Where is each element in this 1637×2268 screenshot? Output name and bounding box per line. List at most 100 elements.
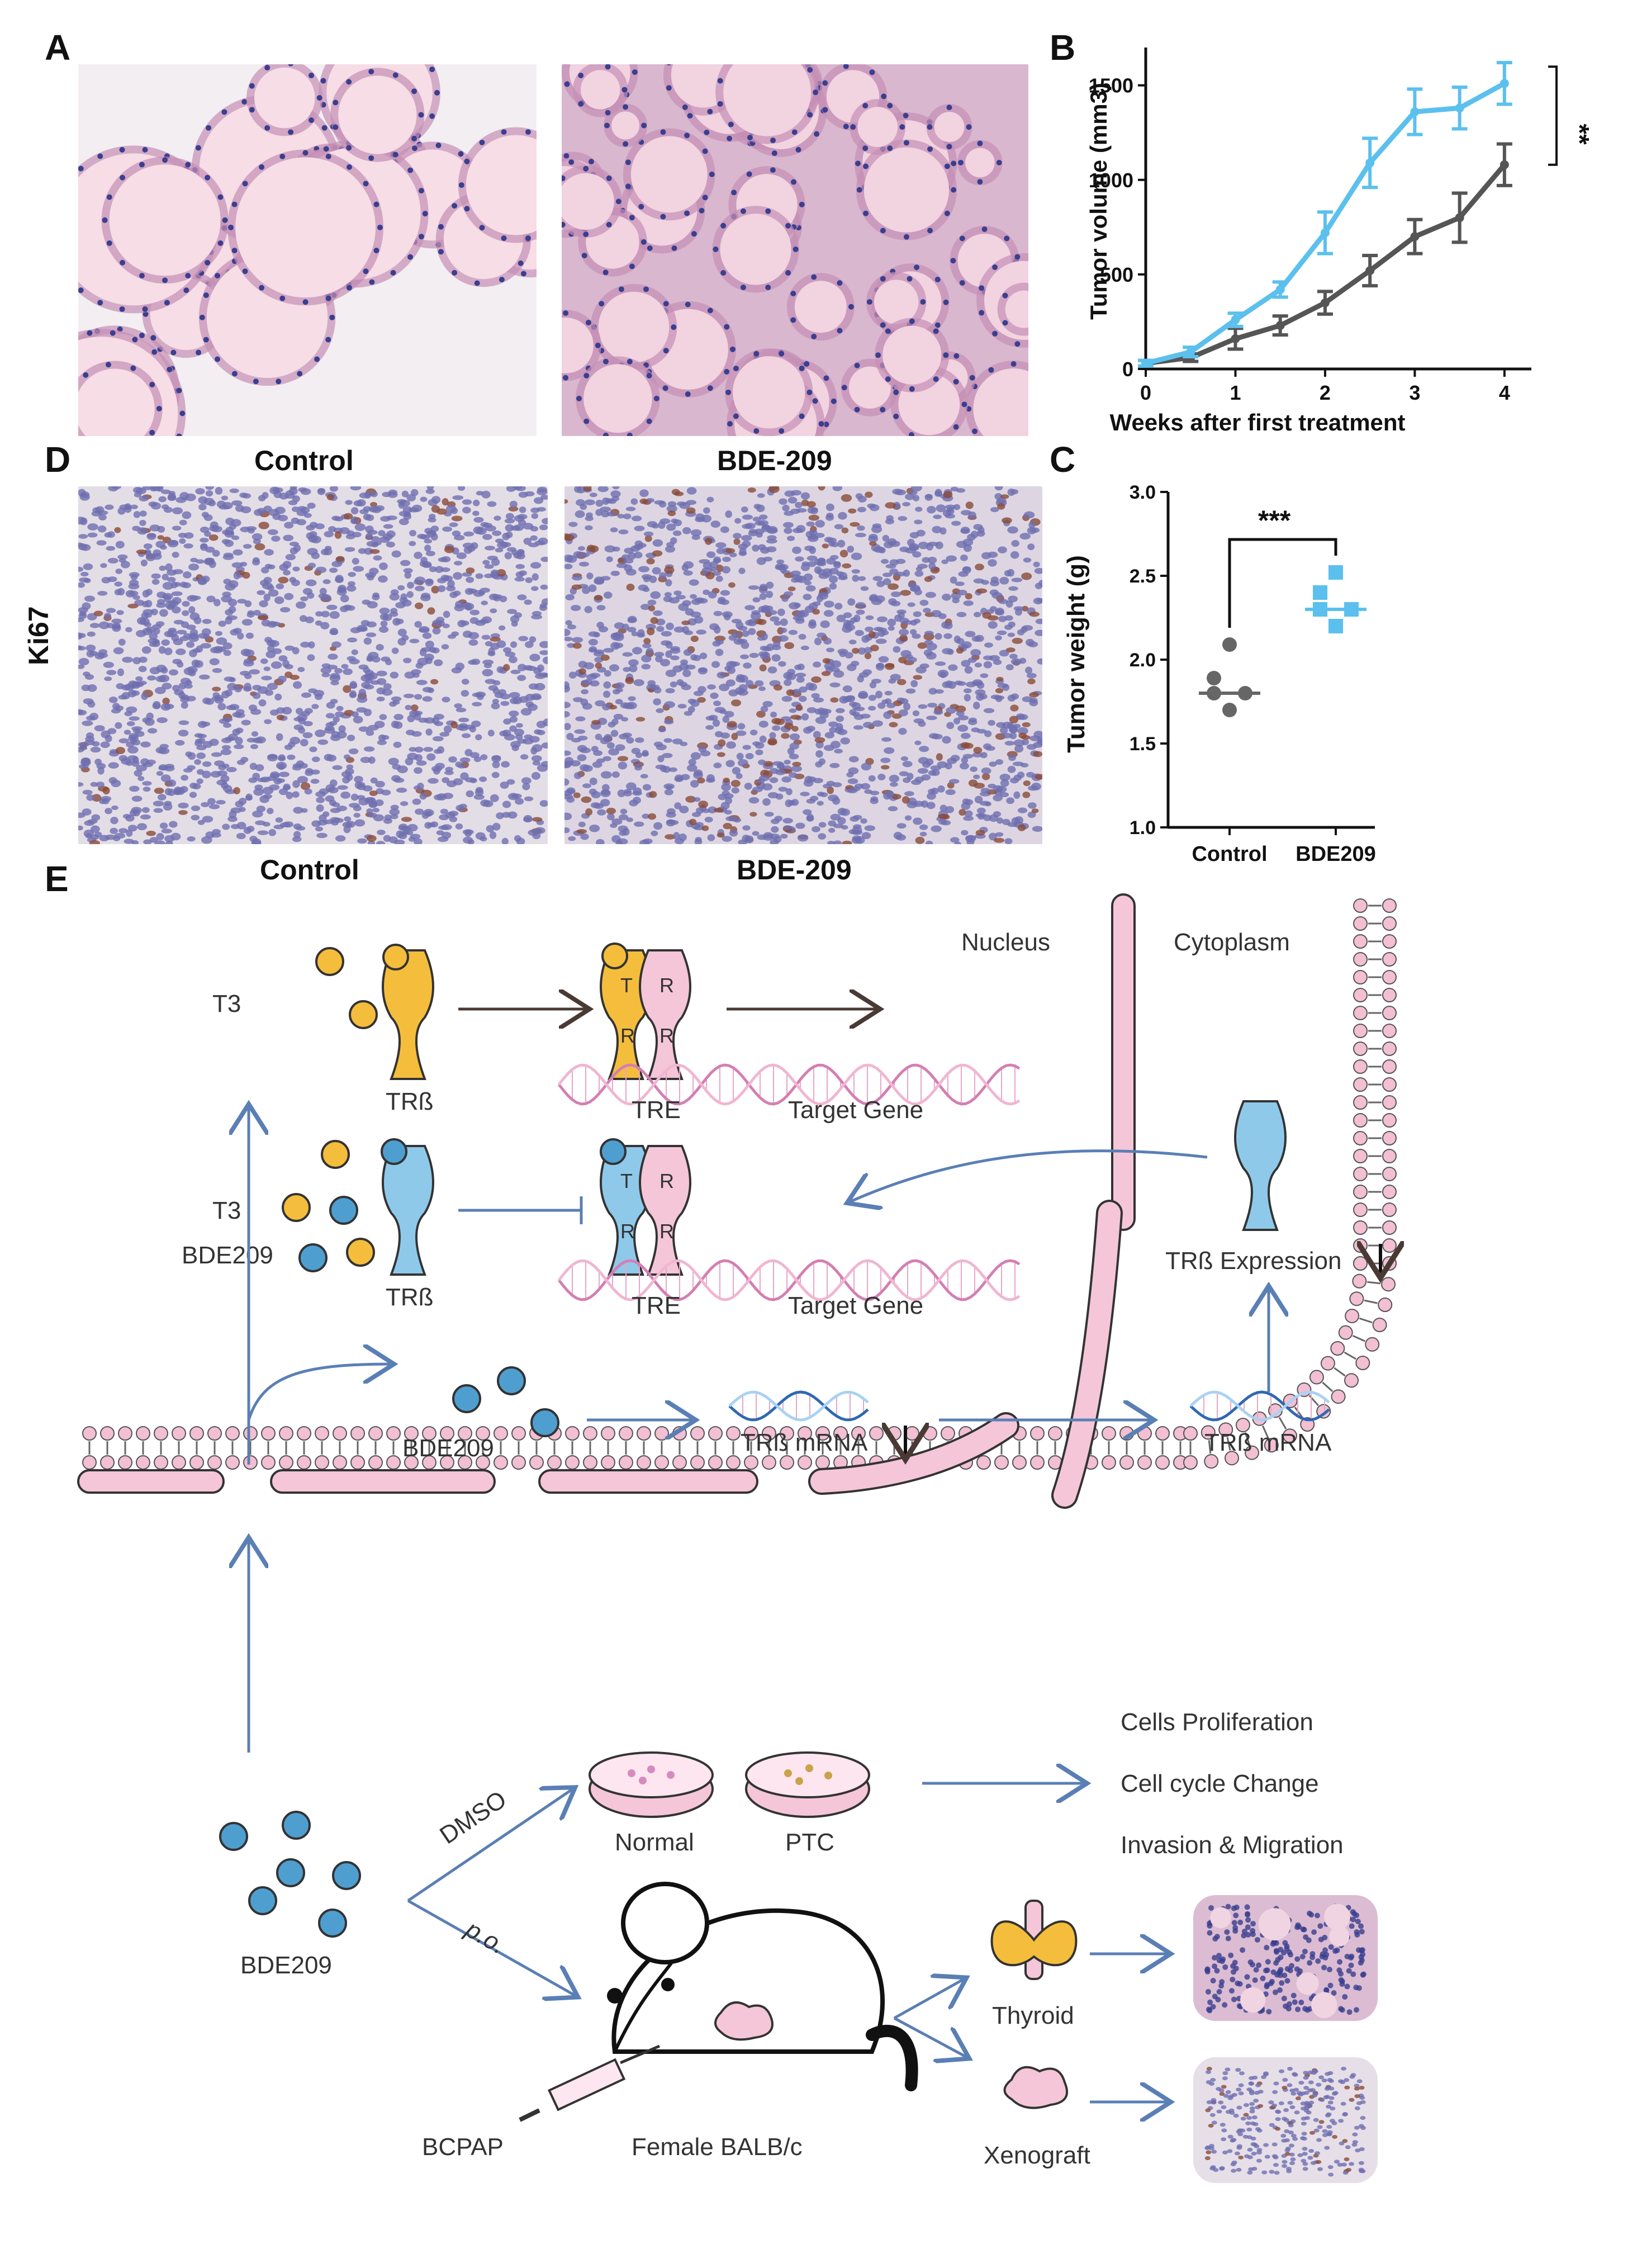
ihc-nucleus [987,615,999,621]
ihc-nucleus [330,680,339,685]
ihc-nucleus [179,519,187,525]
ihc-nucleus [758,544,766,551]
ihc-nucleus [915,836,925,844]
follicle-nucleus [452,269,458,276]
lipid-head-outer [1245,1445,1260,1460]
ihc-nucleus [888,626,895,631]
ihc-nucleus [464,588,474,595]
ihc-nucleus [923,649,933,656]
ihc-nucleus [848,640,857,645]
thumb-nucleus [1348,1962,1354,1968]
ihc-nucleus [158,646,166,654]
ihc-nucleus [618,529,629,534]
ihc-nucleus [301,711,310,717]
ihc-nucleus [484,573,494,579]
lipid-head-outer [1382,1113,1397,1128]
ihc-nucleus [635,763,642,768]
ihc-nucleus [943,491,953,499]
lipid-head-outer [261,1455,276,1470]
lipid-head-outer [172,1455,186,1470]
ihc-nucleus [292,836,302,842]
follicle-nucleus [429,113,435,119]
ihc-nucleus [406,494,416,501]
follicle-nucleus [933,376,939,382]
follicle-nucleus [97,153,103,159]
ihc-nucleus [317,739,329,745]
ihc-nucleus [284,522,294,529]
ihc-nucleus [307,592,315,599]
ki67-col-label-top-bde209: BDE-209 [717,445,832,476]
ihc-nucleus [372,808,379,813]
ihc-nucleus [172,685,180,692]
ihc-nucleus [425,489,435,494]
ihc-nucleus [861,763,872,771]
c-data-point [1222,637,1237,652]
ihc-nucleus [308,641,315,648]
ihc-nucleus [129,809,137,817]
ihc-nucleus [153,801,164,807]
ihc-nucleus [218,621,226,627]
ihc-nucleus [852,826,862,834]
ihc-nucleus [307,654,315,661]
ihc-nucleus [161,639,170,646]
ihc-nucleus [810,796,819,801]
ihc-nucleus [315,826,323,832]
ihc-nucleus [515,734,523,740]
ihc-nucleus [101,576,111,584]
ihc-nucleus [761,607,770,613]
ihc-nucleus [940,527,947,535]
ihc-nucleus [1013,791,1021,799]
ihc-nucleus [106,670,117,675]
ihc-nucleus [503,718,511,725]
ihc-nucleus [927,702,937,708]
c-x-tick-label: Control [1192,842,1267,866]
follicle-nucleus [231,371,238,377]
ihc-nucleus [910,629,917,635]
ihc-nucleus [918,541,929,550]
ihc-nucleus [1008,754,1016,761]
ihc-nucleus [853,725,863,730]
ihc-nucleus [98,621,110,629]
follicle-nucleus [807,112,813,118]
ihc-nucleus [997,630,1007,636]
ihc-nucleus [268,509,279,517]
follicle-colloid [630,136,708,213]
ihc-nucleus [889,774,900,783]
ihc-nucleus [738,839,748,844]
ihc-nucleus [201,512,209,518]
ihc-nucleus [94,725,105,732]
ihc-nucleus [908,544,919,551]
ihc-nucleus [350,486,362,491]
follicle-colloid [611,111,640,140]
ihc-nucleus [264,719,272,725]
ihc-nucleus [393,741,402,748]
ihc-nucleus [782,522,794,528]
follicle-nucleus [893,389,899,395]
lipid-head-outer [100,1455,115,1470]
ihc-nucleus [608,721,616,728]
lipid-head-inner [780,1426,794,1441]
ihc-nucleus [276,583,284,590]
ihc-nucleus [767,535,777,541]
thumb-nucleus [1294,1956,1301,1962]
ihc-nucleus [690,594,697,599]
ihc-nucleus [576,828,587,834]
ihc-nucleus [851,837,862,844]
ihc-nucleus [377,740,387,745]
ihc-nucleus [284,645,295,651]
ihc-nucleus [1010,658,1022,665]
ihc-nucleus [1007,765,1016,773]
ihc-nucleus [141,807,150,813]
b-data-point [1500,160,1509,169]
ihc-nucleus [1007,632,1016,637]
he-micrograph-control [78,64,537,436]
lipid-head-outer [1382,1059,1397,1074]
lipid-head-outer [1204,1454,1219,1469]
ihc-nucleus [388,757,399,765]
follicle-nucleus [474,280,480,286]
ihc-nucleus [137,776,145,782]
ihc-nucleus [104,613,111,619]
ihc-nucleus [500,781,509,789]
follicle-nucleus [823,375,829,381]
ihc-nucleus [878,656,889,663]
